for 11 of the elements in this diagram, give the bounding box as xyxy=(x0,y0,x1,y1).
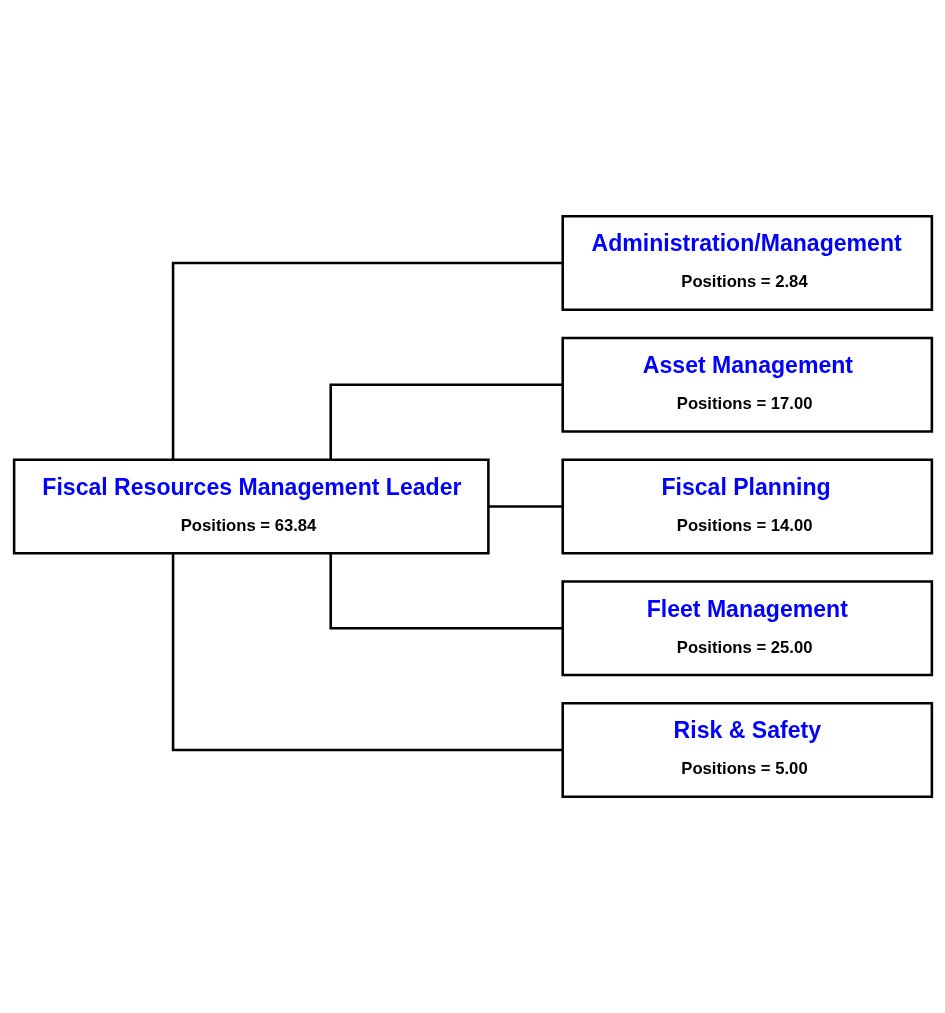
node-box: Risk & Safety Positions = 5.00 xyxy=(560,701,933,799)
connector xyxy=(328,553,562,630)
connector xyxy=(328,383,562,460)
connector xyxy=(171,553,562,752)
connector xyxy=(488,505,562,508)
node-box: Administration/Management Positions = 2.84 xyxy=(560,214,933,312)
node-box: Fleet Management Positions = 25.00 xyxy=(560,580,933,677)
node-box: Fiscal Planning Positions = 14.00 xyxy=(560,458,933,555)
connector xyxy=(171,261,562,460)
node-box: Asset Management Positions = 17.00 xyxy=(560,336,933,433)
node-box: Fiscal Resources Management Leader Positions = 63.84 xyxy=(12,458,490,555)
